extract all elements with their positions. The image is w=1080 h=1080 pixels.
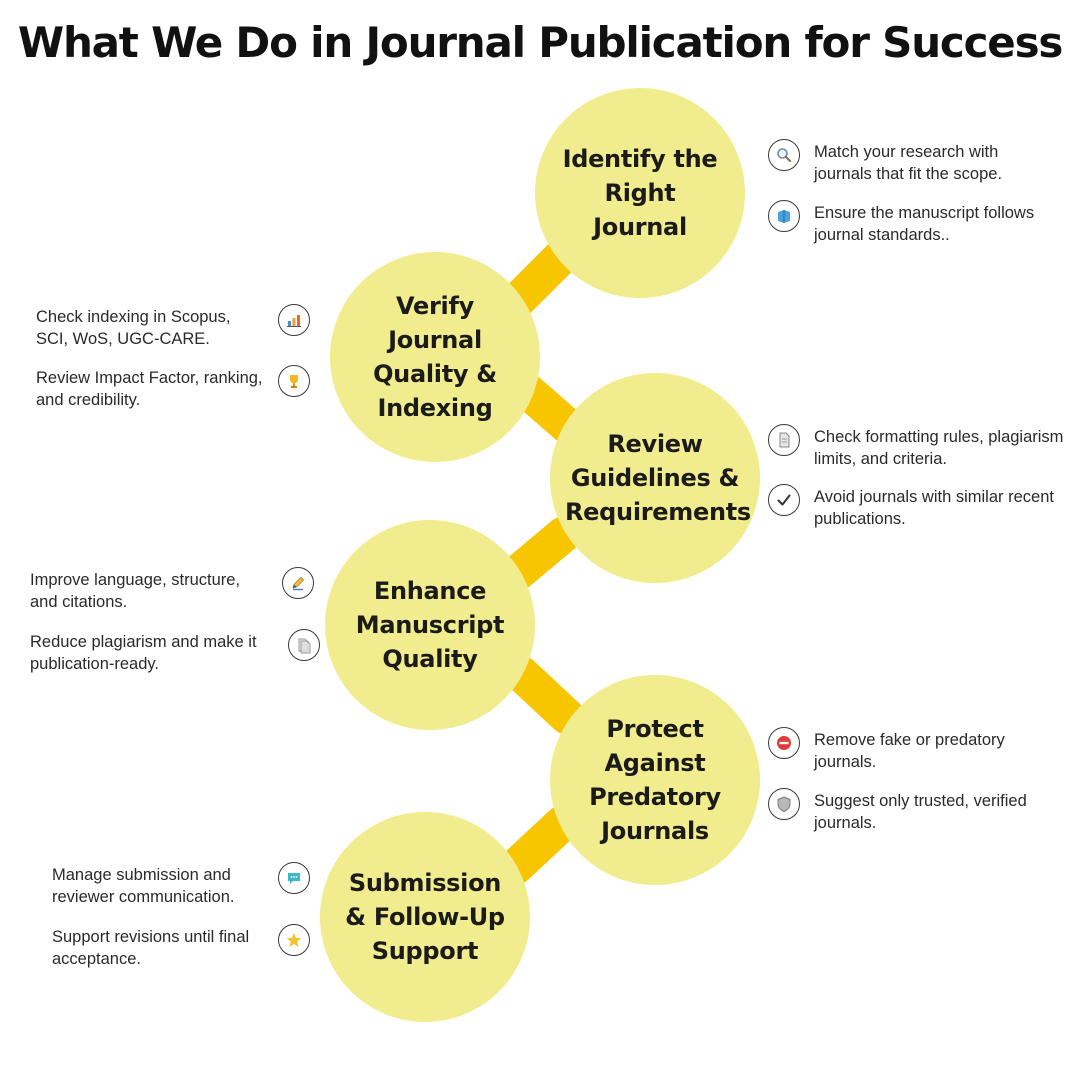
magnifier-icon: [768, 139, 800, 171]
step-label: Submission & Follow-Up Support: [345, 869, 505, 965]
point-text: Reduce plagiarism and make it publicatio…: [30, 633, 257, 673]
checkmark-icon: [768, 484, 800, 516]
step-circle-verify-quality: Verify Journal Quality & Indexing: [330, 252, 540, 462]
step-label: Review Guidelines & Requirements: [565, 430, 751, 526]
step-circle-submission-support: Submission & Follow-Up Support: [320, 812, 530, 1022]
bar-chart-icon: [278, 304, 310, 336]
document-icon: [768, 424, 800, 456]
step-3-point-1: Check formatting rules, plagiarism limit…: [768, 424, 1074, 470]
point-text: Improve language, structure, and citatio…: [30, 571, 241, 611]
point-text: Check formatting rules, plagiarism limit…: [814, 428, 1064, 468]
point-text: Remove fake or predatory journals.: [814, 731, 1005, 771]
step-circle-identify-journal: Identify the Right Journal: [535, 88, 745, 298]
point-text: Ensure the manuscript follows journal st…: [814, 204, 1035, 244]
step-6-point-1: Manage submission and reviewer communica…: [52, 862, 310, 908]
no-entry-icon: [768, 727, 800, 759]
point-text: Match your research with journals that f…: [814, 143, 1003, 183]
step-label: Verify Journal Quality & Indexing: [373, 292, 497, 422]
step-4-point-2: Reduce plagiarism and make it publicatio…: [30, 629, 320, 675]
step-5-point-1: Remove fake or predatory journals.: [768, 727, 1044, 773]
step-2-point-1: Check indexing in Scopus, SCI, WoS, UGC-…: [36, 304, 310, 350]
shield-icon: [768, 788, 800, 820]
chat-bubble-icon: [278, 862, 310, 894]
pencil-icon: [282, 567, 314, 599]
point-text: Support revisions until final acceptance…: [52, 928, 250, 968]
step-circle-protect-predatory: Protect Against Predatory Journals: [550, 675, 760, 885]
document-icon: [288, 629, 320, 661]
star-icon: [278, 924, 310, 956]
point-text: Manage submission and reviewer communica…: [52, 866, 235, 906]
step-2-point-2: Review Impact Factor, ranking, and credi…: [36, 365, 310, 411]
point-text: Review Impact Factor, ranking, and credi…: [36, 369, 263, 409]
trophy-icon: [278, 365, 310, 397]
step-1-point-2: Ensure the manuscript follows journal st…: [768, 200, 1074, 246]
step-label: Enhance Manuscript Quality: [355, 577, 505, 673]
point-text: Suggest only trusted, verified journals.: [814, 792, 1027, 832]
step-3-point-2: Avoid journals with similar recent publi…: [768, 484, 1054, 530]
step-label: Protect Against Predatory Journals: [589, 715, 721, 845]
step-label: Identify the Right Journal: [562, 145, 718, 241]
step-4-point-1: Improve language, structure, and citatio…: [30, 567, 314, 613]
step-1-point-1: Match your research with journals that f…: [768, 139, 1044, 185]
point-text: Check indexing in Scopus, SCI, WoS, UGC-…: [36, 308, 231, 348]
page-title: What We Do in Journal Publication for Su…: [17, 18, 1064, 67]
step-circle-enhance-manuscript: Enhance Manuscript Quality: [325, 520, 535, 730]
step-5-point-2: Suggest only trusted, verified journals.: [768, 788, 1074, 834]
point-text: Avoid journals with similar recent publi…: [814, 488, 1054, 528]
step-circle-review-guidelines: Review Guidelines & Requirements: [550, 373, 760, 583]
book-icon: [768, 200, 800, 232]
step-6-point-2: Support revisions until final acceptance…: [52, 924, 310, 970]
